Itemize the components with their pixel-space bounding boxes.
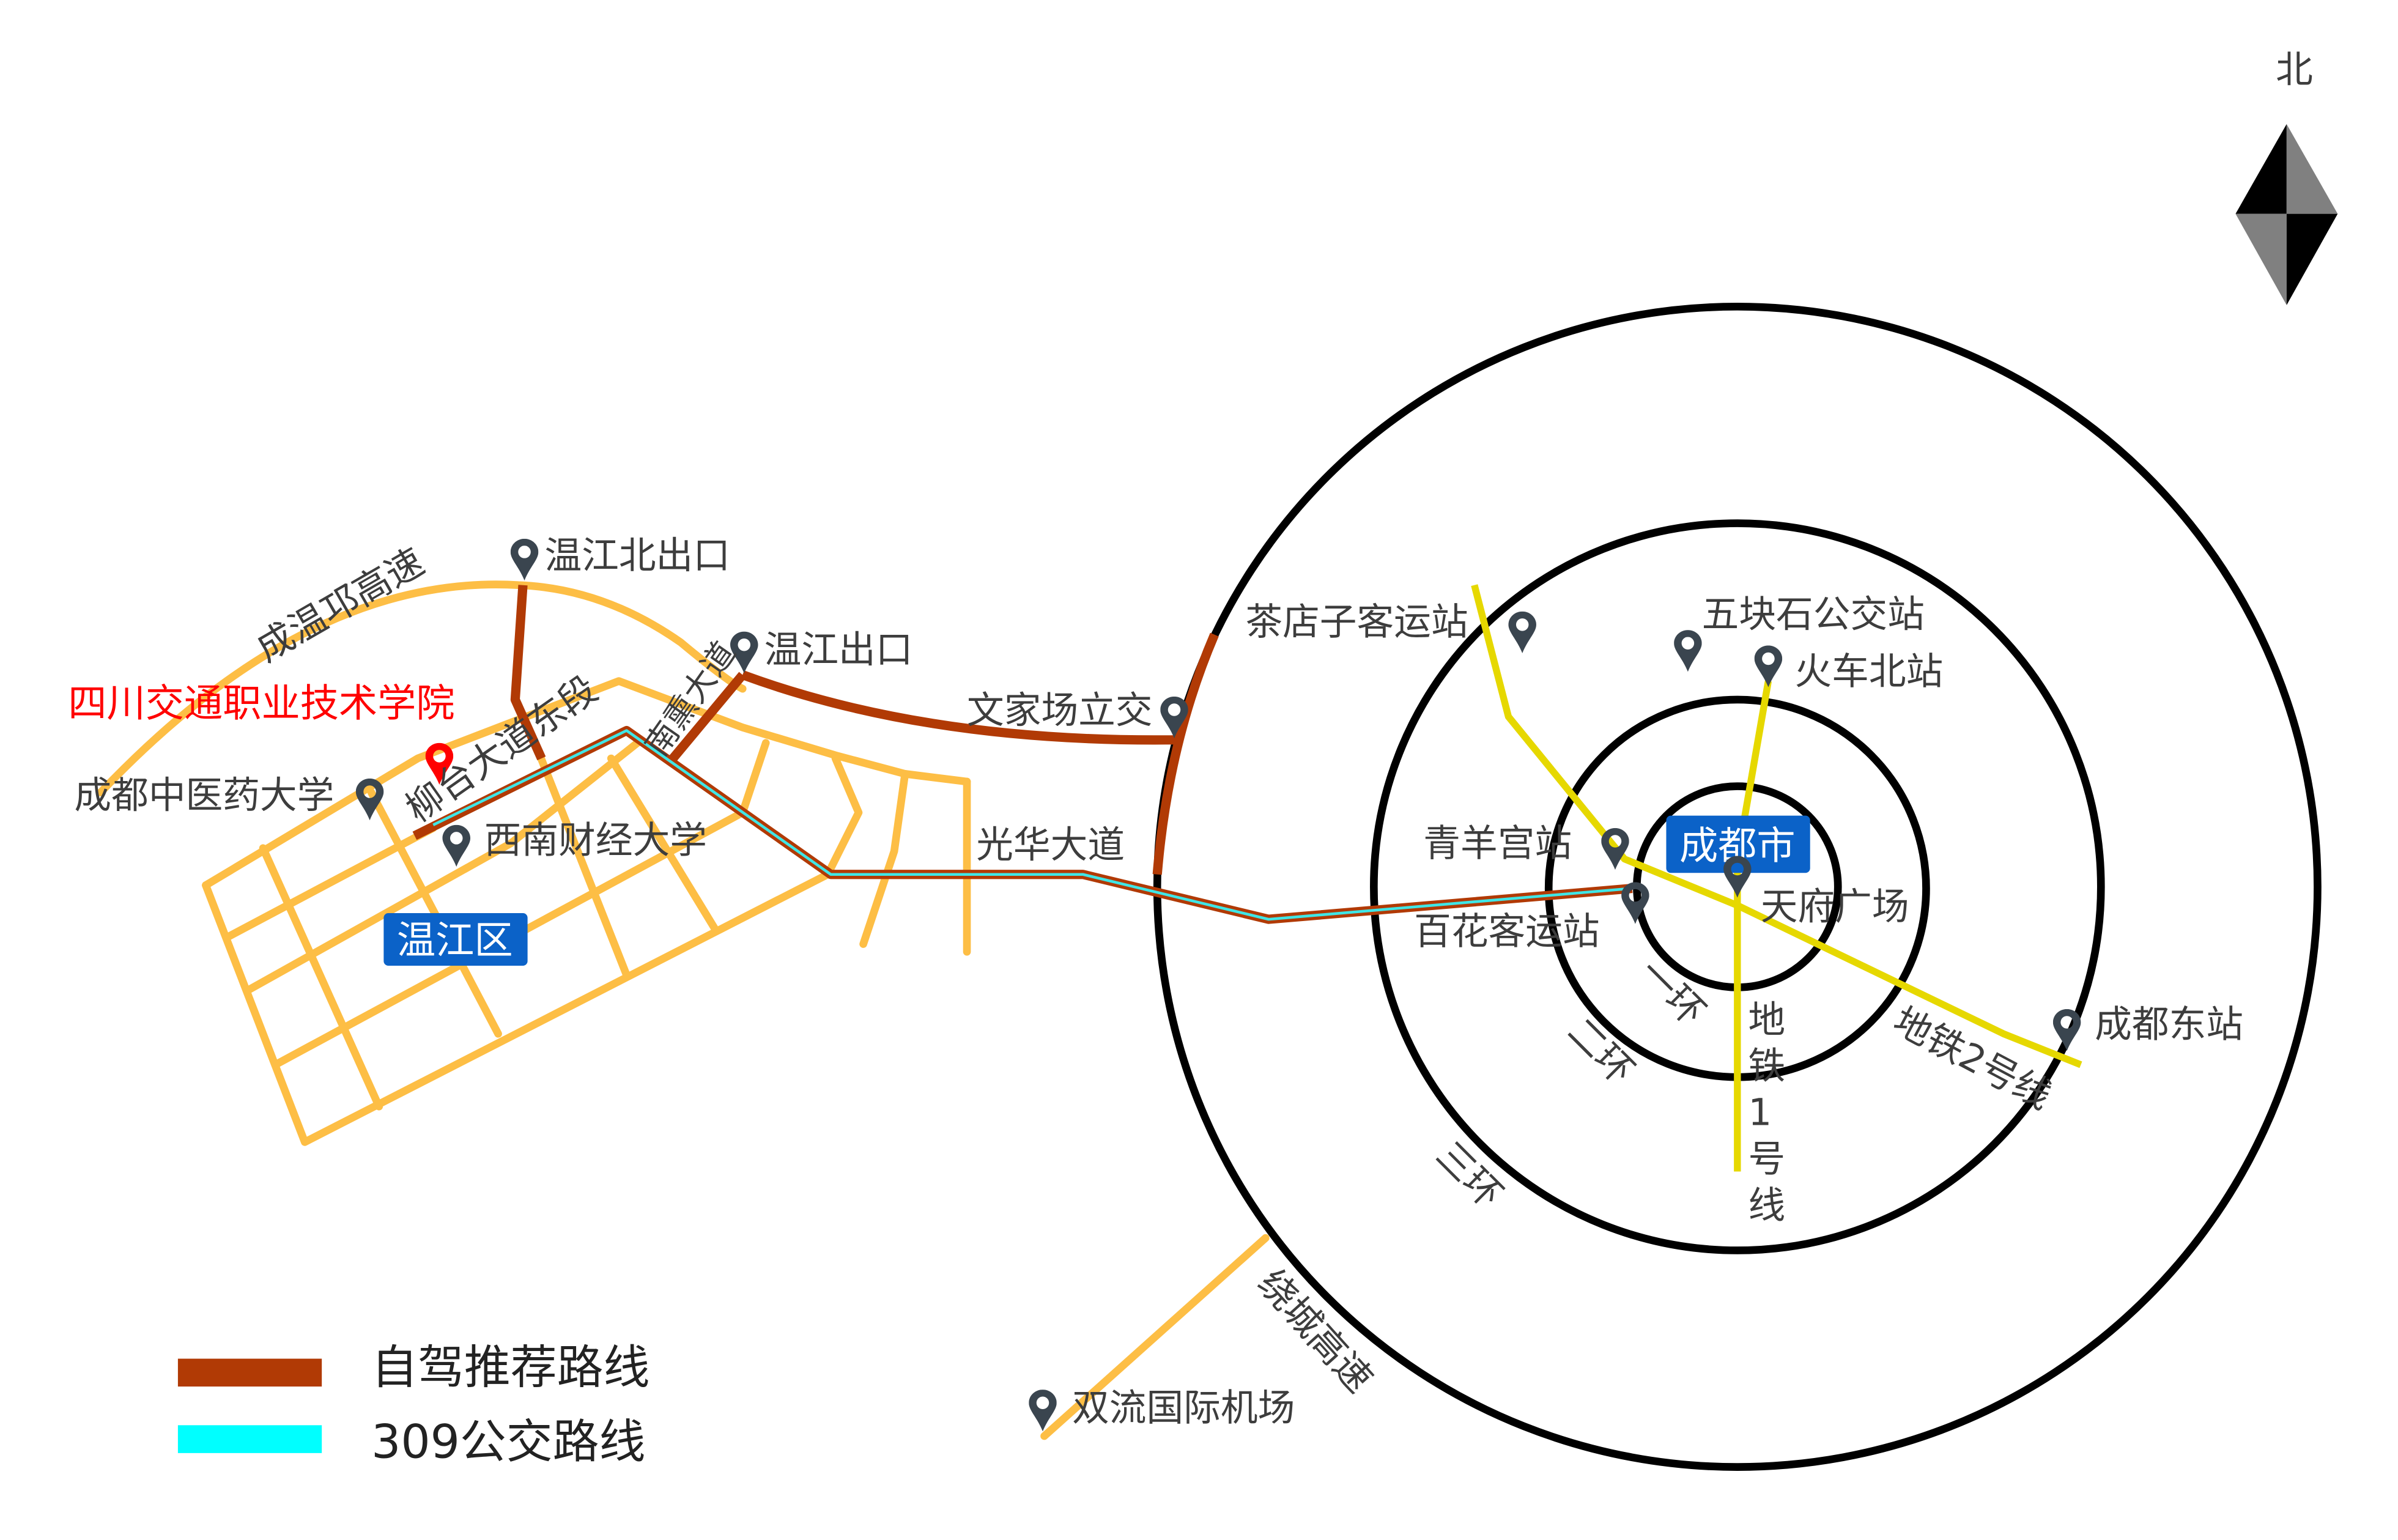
place-label: 西南财经大学 <box>484 819 707 862</box>
place-label: 五块石公交站 <box>1702 593 1925 636</box>
map-pin-icon[interactable] <box>1508 611 1536 654</box>
place-labels: 四川交通职业技术学院 温江北出口 温江出口 文家场立交 成都中医药大学 西南财经… <box>68 535 2243 1430</box>
road <box>259 844 383 1111</box>
road-label: 一环 <box>1630 951 1713 1034</box>
drive-route-ring-arc <box>1152 632 1219 875</box>
road-label: 号 <box>1749 1138 1786 1180</box>
place-label: 百花客运站 <box>1414 911 1600 953</box>
place-label: 温江北出口 <box>544 535 730 577</box>
map-pin-icon[interactable] <box>1754 645 1783 687</box>
place-label: 温江出口 <box>764 629 913 672</box>
road-label: 铁 <box>1749 1045 1786 1088</box>
legend-bus-label: 309公交路线 <box>371 1415 645 1468</box>
district-label: 温江区 <box>397 917 513 963</box>
road-label: 成温邛高速 <box>250 541 432 670</box>
map-pin-icon[interactable] <box>1601 827 1629 870</box>
place-label: 天府广场 <box>1761 886 1909 928</box>
drive-route-east <box>741 670 1176 745</box>
road <box>271 739 770 1069</box>
ring-road-3 <box>1370 519 2105 1254</box>
map-pin-icon[interactable] <box>1723 856 1752 898</box>
road-label: 1 <box>1749 1092 1772 1135</box>
road-label: 线 <box>1749 1184 1786 1227</box>
place-label: 青羊宫站 <box>1423 822 1572 865</box>
road <box>824 754 863 879</box>
legend-drive-label: 自驾推荐路线 <box>371 1341 649 1394</box>
place-label: 成都中医药大学 <box>74 774 334 817</box>
metro-line-2 <box>1471 584 2082 1068</box>
north-label: 北 <box>2276 49 2313 92</box>
legend-bus-swatch <box>177 1425 322 1453</box>
legend: 自驾推荐路线 309公交路线 <box>177 1341 649 1468</box>
place-label: 火车北站 <box>1794 651 1943 694</box>
road-label: 光华大道 <box>976 824 1125 867</box>
ring-road-outer <box>1153 303 2322 1471</box>
map-pin-icon[interactable] <box>2052 1009 2081 1051</box>
north-arrow-icon: 北 <box>2235 49 2338 305</box>
school-label: 四川交通职业技术学院 <box>68 681 454 726</box>
road <box>530 736 631 979</box>
place-label: 成都东站 <box>2095 1003 2243 1046</box>
place-label: 双流国际机场 <box>1072 1387 1295 1430</box>
legend-drive-swatch <box>177 1358 322 1387</box>
district-badge: 温江区 <box>383 913 528 966</box>
road <box>607 754 719 933</box>
raocheng-expressway <box>1040 1234 1270 1440</box>
road-label: 三环 <box>1427 1134 1510 1216</box>
road <box>202 870 832 1146</box>
road-label: 二环 <box>1559 1010 1641 1092</box>
road-label: 地 <box>1749 999 1786 1042</box>
place-label: 文家场立交 <box>967 689 1153 732</box>
place-label: 茶店子客运站 <box>1245 601 1468 644</box>
drive-route-nanxun <box>669 672 747 761</box>
road <box>859 770 909 948</box>
map-pin-icon[interactable] <box>1674 630 1702 672</box>
road <box>243 739 642 994</box>
drive-route <box>412 585 1633 924</box>
bus-309-route <box>432 729 1633 921</box>
city-badge: 成都市 <box>1666 815 1810 873</box>
drive-route-north-exit <box>510 585 546 761</box>
map-pin-icon[interactable] <box>442 824 471 867</box>
map-pin-icon[interactable] <box>510 538 539 581</box>
